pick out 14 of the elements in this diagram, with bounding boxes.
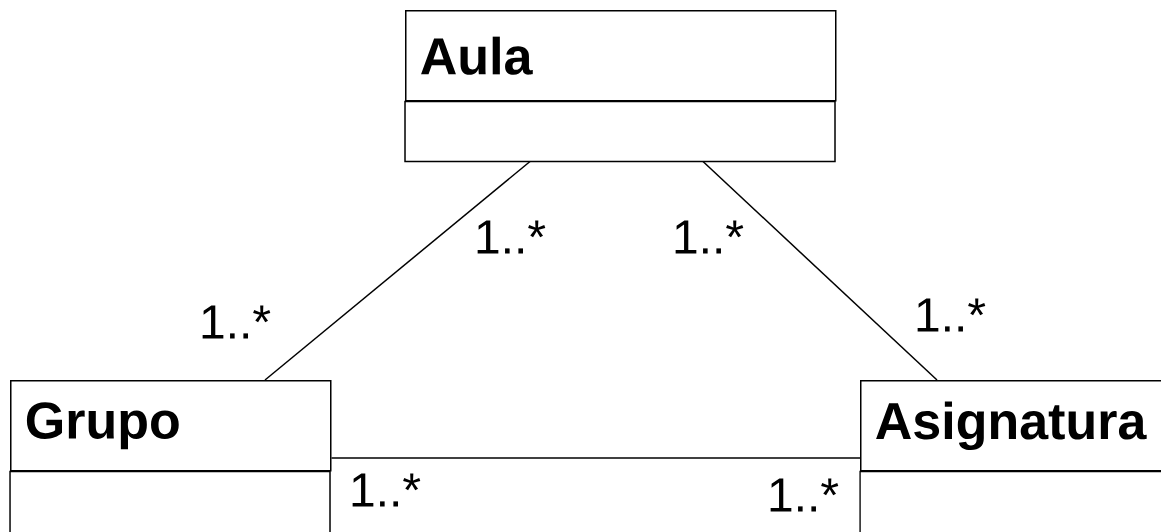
multiplicity-label: 1..* [917, 298, 986, 332]
multiplicity-label: 1..* [202, 305, 271, 339]
association-line [702, 160, 938, 381]
class-box: Asignatura [859, 380, 1161, 532]
association-line [330, 457, 861, 459]
node-label: Asignatura [876, 401, 1147, 451]
multiplicity-label: 1..* [675, 220, 744, 254]
class-box: Aula [404, 10, 837, 163]
multiplicity-label: 1..* [352, 473, 421, 507]
node-label: Grupo [26, 402, 179, 450]
association-line [264, 160, 531, 381]
multiplicity-label: 1..* [770, 478, 839, 512]
class-box: Grupo [9, 380, 332, 532]
multiplicity-label: 1..* [477, 220, 546, 254]
